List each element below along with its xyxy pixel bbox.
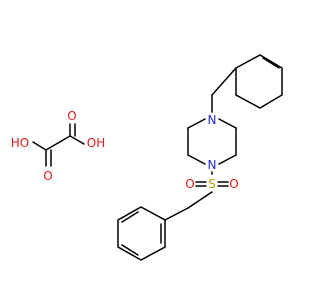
bond-c-oh: [69, 135, 85, 145]
o-label-sulfonyl-right: O: [229, 177, 238, 191]
piperazine-bond-1: [187, 118, 206, 129]
piperazine-bond-4: [218, 154, 237, 165]
n-label-top: N: [208, 113, 217, 127]
benzene-double-2: [121, 244, 139, 256]
bond-ring-ch2: [211, 67, 237, 96]
ho-label: HO: [11, 136, 29, 150]
bond-ho-c: [32, 141, 47, 151]
bond-ch2-benzene: [164, 207, 189, 221]
cyclohexene-ring: [235, 54, 283, 109]
chemical-structure: HO O O OH N N: [11, 54, 283, 261]
bond-c-c: [45, 135, 71, 151]
benzene-ring: [117, 206, 166, 261]
oxalic-acid: HO O O OH: [11, 109, 105, 183]
bond-s-ch2: [187, 191, 213, 209]
structure-canvas: HO O O OH N N: [10, 54, 283, 261]
organic-molecule: N N O S O: [117, 54, 283, 261]
o-label-bottom: O: [43, 169, 52, 183]
n-label-bottom: N: [208, 158, 217, 172]
o-label-sulfonyl-left: O: [185, 177, 194, 191]
cyclohexene-double-bond: [262, 57, 280, 69]
piperazine-bond-6: [218, 118, 237, 129]
oh-label: OH: [87, 136, 105, 150]
benzene-double-3: [121, 211, 139, 223]
o-label-top: O: [67, 109, 76, 123]
piperazine-bond-3: [187, 154, 206, 165]
s-label: S: [208, 177, 216, 191]
